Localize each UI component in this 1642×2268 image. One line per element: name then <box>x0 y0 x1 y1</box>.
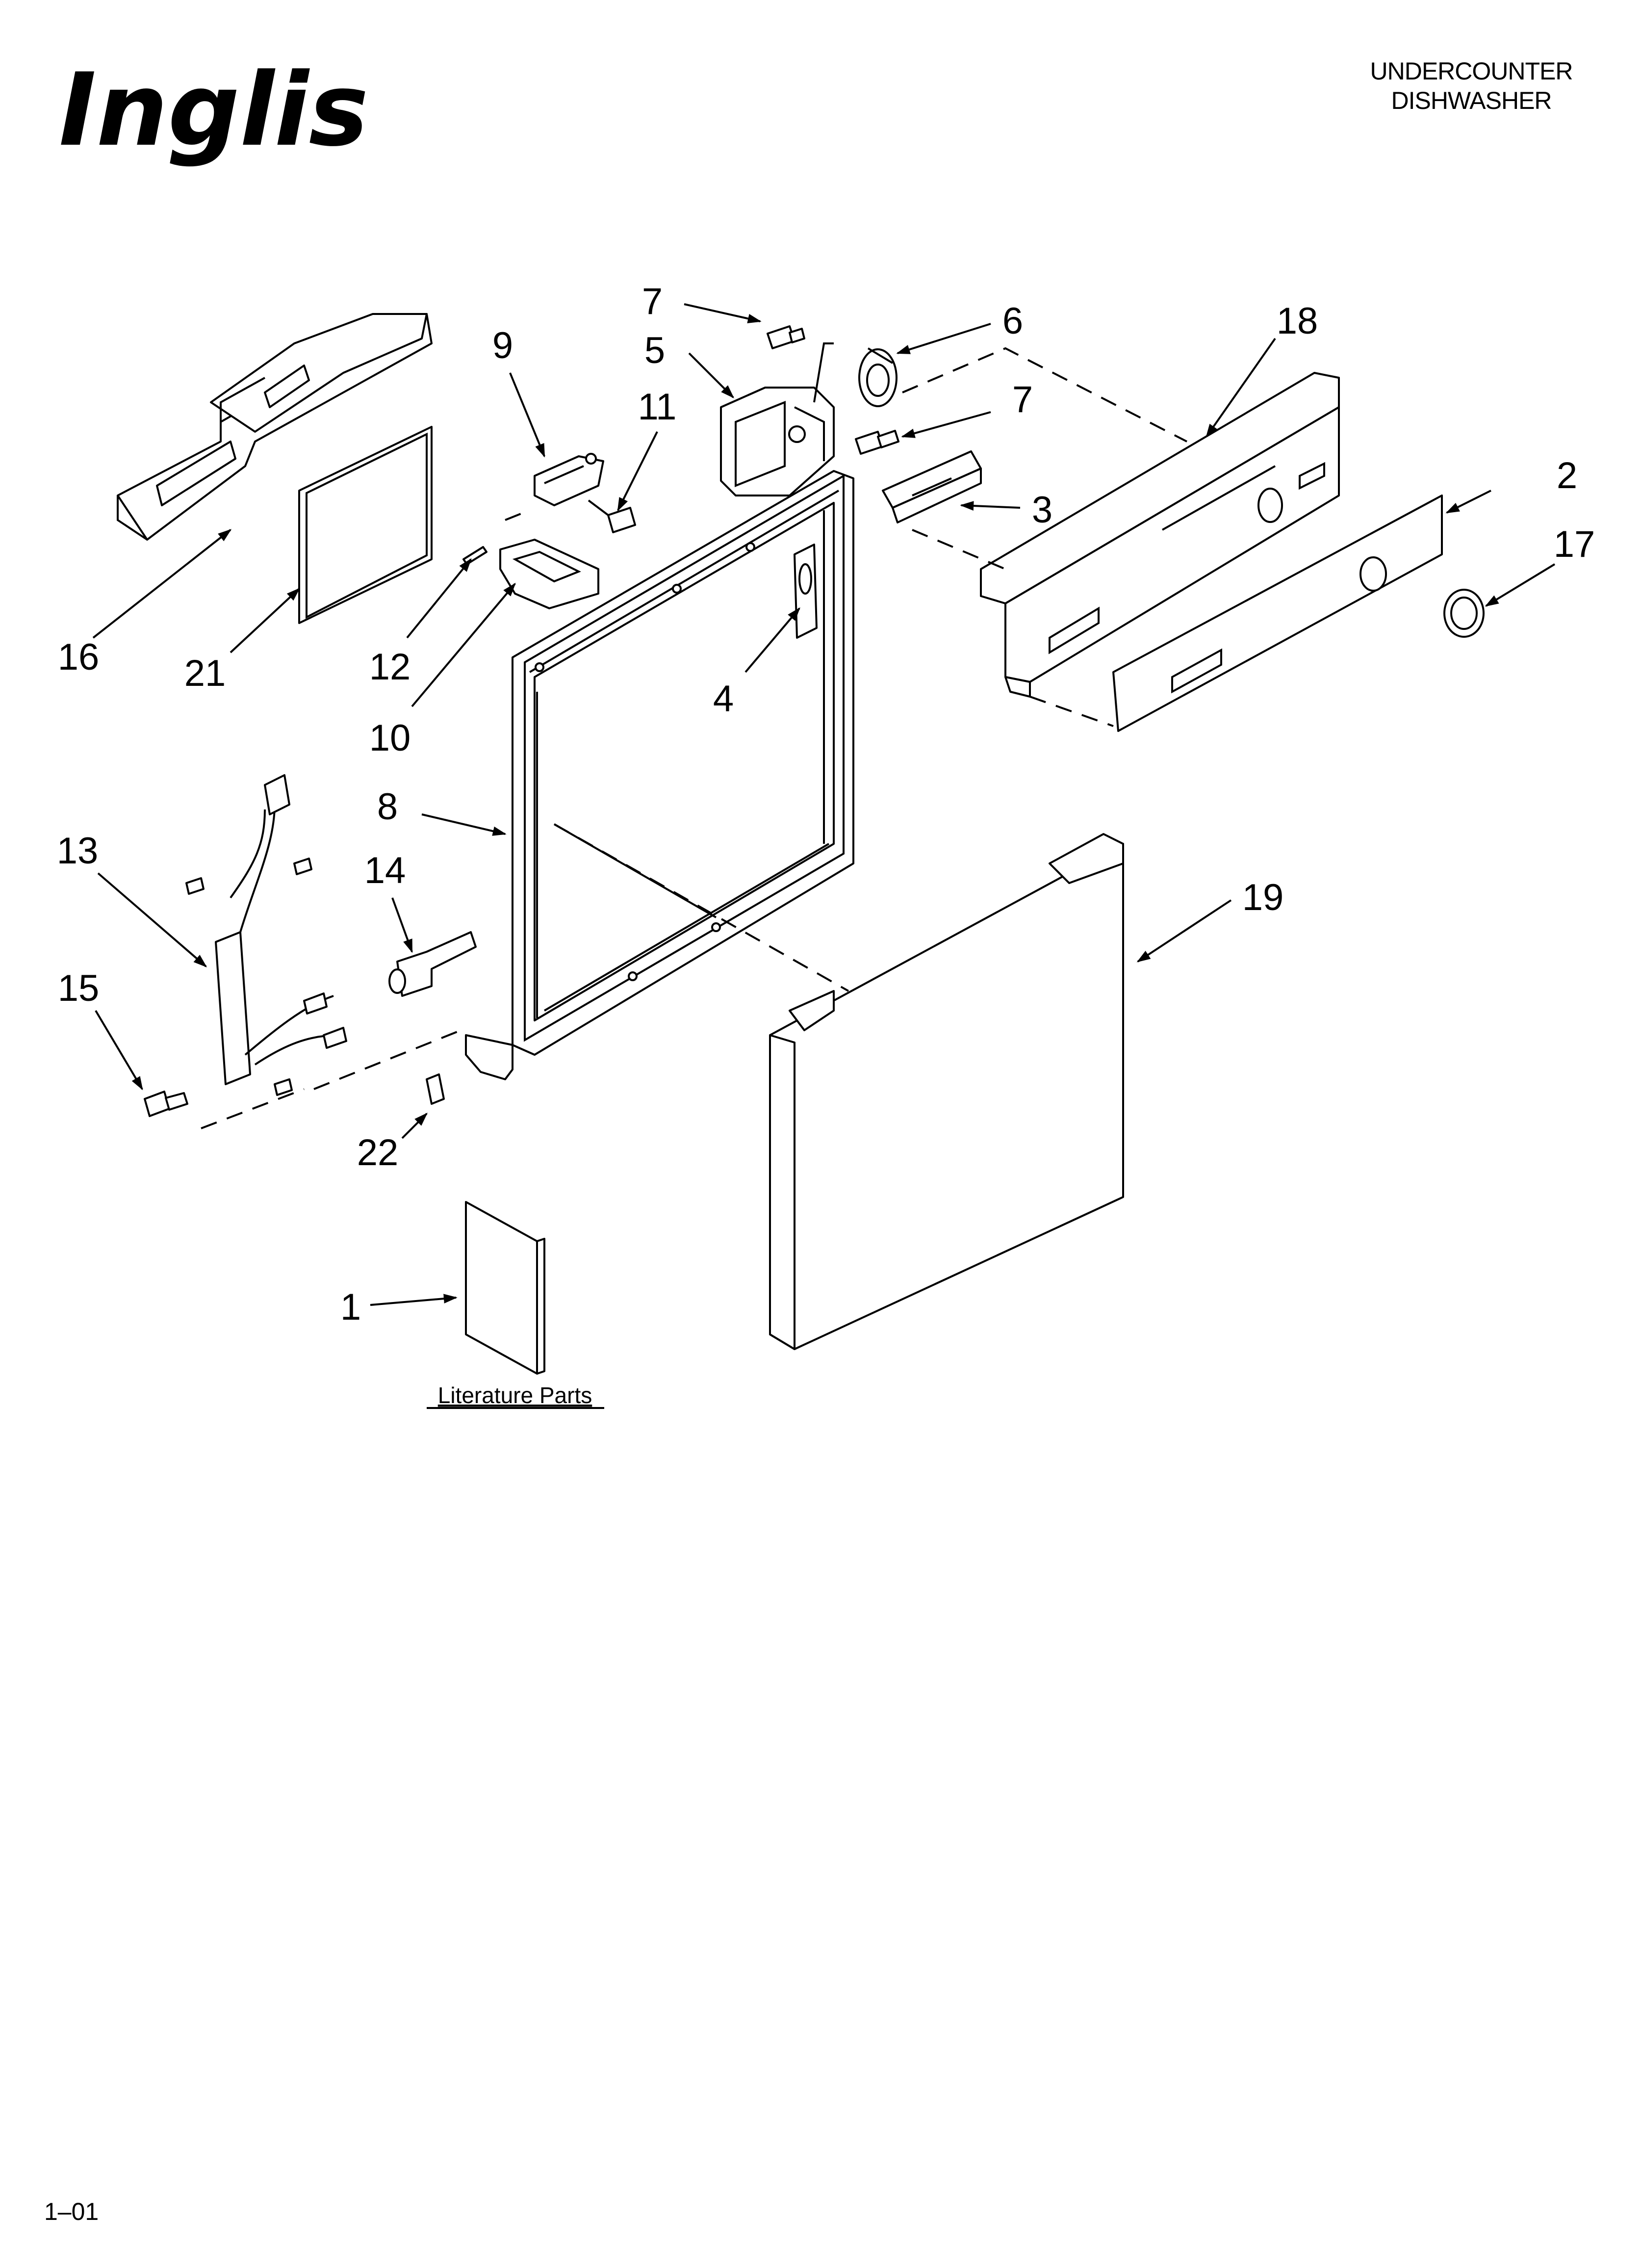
callout-9: 9 <box>492 325 513 366</box>
callout-8: 8 <box>377 786 398 828</box>
callout-21: 21 <box>184 652 226 694</box>
brand-logo: Inglis <box>59 52 369 169</box>
part-1-literature <box>465 1201 545 1375</box>
literature-parts-label: Literature Parts <box>438 1382 592 1408</box>
part-21-insulation <box>298 426 433 624</box>
part-22-clip <box>426 1073 445 1105</box>
callout-17: 17 <box>1554 523 1595 565</box>
part-7-screw-middle <box>855 430 899 455</box>
callout-11: 11 <box>638 386 677 428</box>
part-13-wire-harness <box>185 774 347 1096</box>
part-4-keeper <box>794 544 818 639</box>
part-8-door-frame <box>465 470 854 1080</box>
callout-numbers: 7 6 5 7 9 11 18 2 3 17 4 16 21 12 10 8 1… <box>57 281 1595 1328</box>
part-12-pin <box>462 546 487 565</box>
part-10-switch-holder <box>499 539 599 609</box>
callout-10: 10 <box>369 717 411 759</box>
callout-1: 1 <box>340 1286 361 1328</box>
part-14-door-switch <box>388 931 477 997</box>
callout-4: 4 <box>713 678 734 720</box>
revision-code: 1–01 <box>44 2198 99 2225</box>
callout-22: 22 <box>357 1132 399 1173</box>
callout-13: 13 <box>57 830 99 872</box>
part-17-knob <box>1443 589 1485 638</box>
callout-3: 3 <box>1032 489 1052 531</box>
header-line-1: UNDERCOUNTER <box>1370 57 1573 85</box>
callout-14: 14 <box>364 850 406 891</box>
part-16-panel-housing <box>117 313 433 541</box>
part-5-latch-assembly <box>720 387 835 496</box>
callout-7-middle: 7 <box>1012 379 1033 420</box>
assembly-dashed-lines <box>201 342 1187 1129</box>
callout-18: 18 <box>1277 300 1318 342</box>
part-7-screw-top <box>767 325 805 349</box>
part-3-switch <box>882 450 982 523</box>
part-15-screw <box>144 1091 188 1117</box>
callout-2: 2 <box>1557 455 1577 496</box>
callout-5: 5 <box>644 330 665 371</box>
part-6-cam <box>858 347 898 407</box>
callout-16: 16 <box>58 636 100 678</box>
part-11-switch-bracket <box>588 499 636 533</box>
callout-leaders <box>92 303 1556 1306</box>
part-18-console <box>980 372 1340 698</box>
part-2-overlay <box>1112 495 1443 732</box>
part-9-switch <box>534 453 604 506</box>
part-19-door-panel <box>769 833 1124 1350</box>
callout-12: 12 <box>369 646 411 688</box>
callout-6: 6 <box>1002 300 1023 342</box>
callout-19: 19 <box>1242 877 1284 918</box>
header-line-2: DISHWASHER <box>1391 87 1551 114</box>
callout-15: 15 <box>58 967 100 1009</box>
callout-7-top: 7 <box>642 281 663 322</box>
